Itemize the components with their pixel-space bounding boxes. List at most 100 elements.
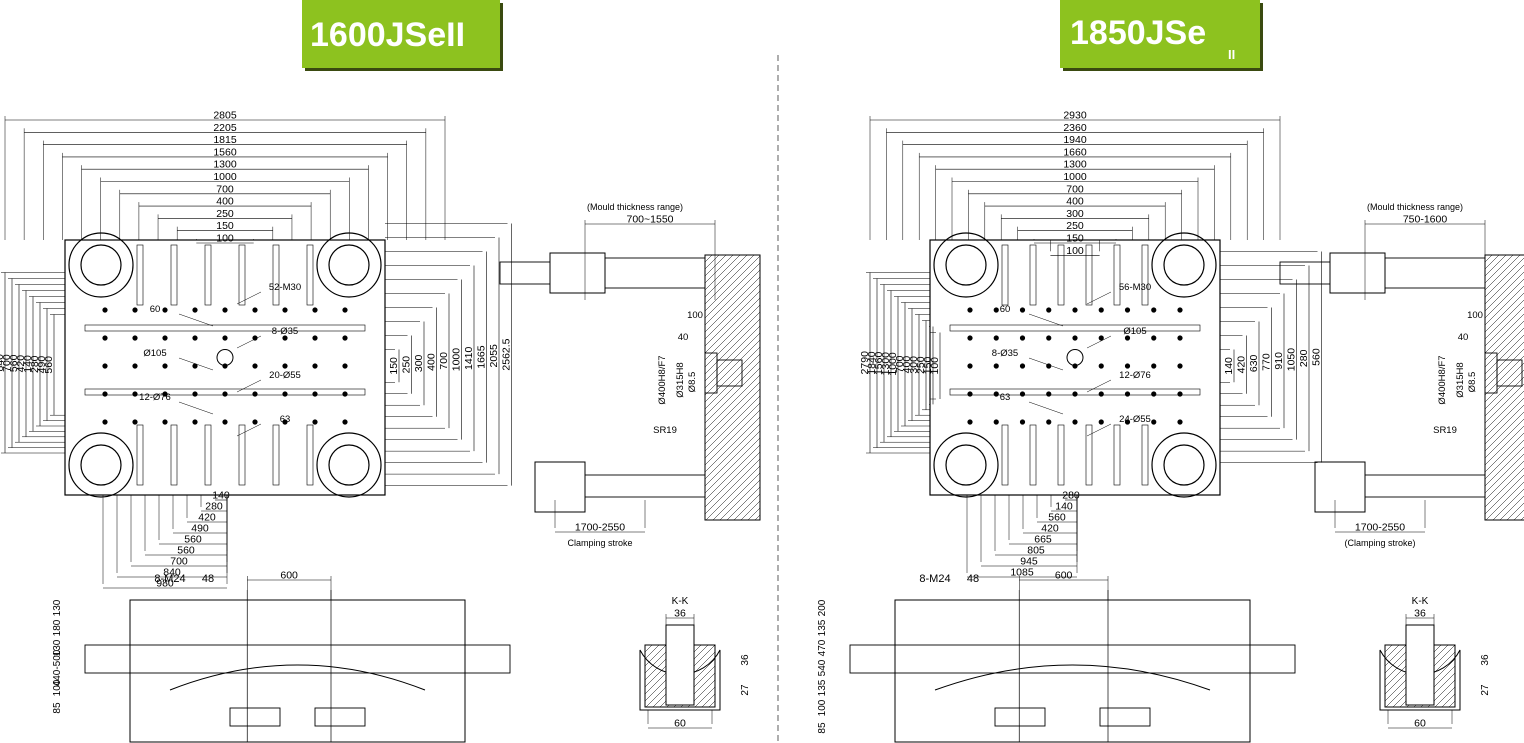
hatch-line [704, 346, 761, 403]
mounting-hole [1019, 391, 1026, 397]
dimension-label: Ø8.5 [687, 372, 698, 393]
hatch-line [704, 262, 761, 319]
hatch-line [747, 507, 761, 521]
dimension-label: 85 [52, 702, 63, 714]
hatch-line [704, 254, 727, 277]
tie-bar-hole [328, 444, 370, 486]
tie-bar-boss [1151, 232, 1217, 298]
clamping-stroke-caption: Clamping stroke [567, 538, 632, 548]
hole-callout: 63 [280, 414, 291, 425]
dimension-label: 2562.5 [501, 338, 513, 370]
hatch-line [1484, 348, 1524, 389]
dimension-label: 100 [52, 679, 63, 696]
t-slot [170, 424, 178, 486]
dimension-label: 560 [177, 545, 195, 557]
hatch-line [1484, 285, 1524, 326]
hatch-line [701, 693, 716, 708]
hatch-line [1484, 425, 1524, 466]
hatch-line [704, 255, 761, 312]
dimension-label: 2055 [488, 344, 500, 368]
hatch-line [644, 644, 660, 660]
slide-slot [1099, 707, 1151, 727]
hatch-line [694, 686, 716, 708]
mounting-hole [1019, 419, 1026, 425]
hatch-line [704, 254, 734, 284]
mounting-hole [312, 335, 318, 341]
dimension-label: 980 [156, 578, 174, 590]
mounting-hole [1046, 335, 1052, 341]
nozzle-seat [716, 359, 743, 387]
rod [1364, 474, 1486, 498]
nozzle-seat [1496, 359, 1523, 387]
platen-outline [64, 239, 386, 496]
dimension-label: 85 [817, 722, 828, 734]
mounting-hole [192, 307, 198, 313]
mounting-hole [282, 335, 288, 341]
mounting-hole [1019, 335, 1026, 341]
hatch-line [704, 297, 761, 354]
clamping-stroke-caption: (Clamping stroke) [1344, 538, 1415, 548]
t-slot [1057, 424, 1065, 486]
tie-bar-hole [945, 244, 987, 286]
mounting-hole [282, 419, 288, 425]
hatch-line [704, 430, 761, 487]
tie-bar-hole [1163, 244, 1205, 286]
dimension-label: 700~1550 [626, 214, 673, 226]
mounting-hole [312, 391, 318, 397]
slide-slot [314, 707, 366, 727]
leader-line [1086, 423, 1112, 437]
dimension-label: Ø315H8 [675, 362, 686, 397]
nut [1329, 252, 1386, 294]
tie-bar-hole [80, 244, 122, 286]
tie-bar-boss [933, 432, 999, 498]
dimension-label: 100 [817, 699, 828, 716]
thread-callout: 8-M24 [154, 573, 185, 585]
right-drawing: 2930236019401660130010007004003002501501… [817, 110, 1524, 743]
t-slot [306, 424, 314, 486]
t-slot [1141, 244, 1149, 306]
t-slot [238, 424, 246, 486]
hatch-line [1484, 327, 1524, 368]
dimension-label: 1665 [476, 345, 488, 369]
dimension-label: 1085 [1010, 567, 1034, 579]
hatch-line [704, 254, 720, 270]
hatch-line [704, 325, 761, 382]
mounting-hole [993, 335, 999, 341]
hatch-line [1484, 362, 1524, 403]
hatch-line [1484, 397, 1524, 438]
support-curve [169, 664, 426, 691]
leader-line [178, 401, 214, 415]
mounting-hole [252, 363, 258, 369]
dimension-label: 150 [216, 220, 234, 232]
dimension-label: 400 [216, 196, 234, 208]
hatch-line [1484, 369, 1524, 410]
dimension-label: 60 [674, 718, 686, 730]
dimension-label: 2360 [1063, 122, 1087, 134]
t-slot [204, 424, 212, 486]
hatch-line [704, 437, 761, 494]
t-slot-row [949, 324, 1201, 332]
t-slot [136, 424, 144, 486]
hatch-line [704, 254, 713, 263]
leader-line [1086, 335, 1112, 349]
leader-line [1086, 379, 1112, 393]
dimension-label: 150 [922, 357, 934, 375]
dimension-label: 27 [1480, 684, 1491, 696]
dimension-label: 150 [388, 357, 400, 375]
dimension-label: 420 [1236, 356, 1248, 374]
base-bar [84, 644, 511, 674]
mounting-hole [222, 391, 228, 397]
t-slot-section [665, 624, 695, 706]
dimension-label: 600 [1055, 570, 1073, 582]
dimension-label: 1300 [213, 159, 237, 171]
hole-callout: 63 [1000, 392, 1011, 403]
hatch-line [712, 472, 761, 521]
hatch-line [704, 311, 761, 368]
t-slot [238, 244, 246, 306]
dimension-label: 40 [1458, 332, 1469, 343]
mounting-hole [282, 363, 288, 369]
mounting-hole [192, 391, 198, 397]
hatch-line [1484, 254, 1507, 277]
hatch-line [1484, 446, 1524, 487]
